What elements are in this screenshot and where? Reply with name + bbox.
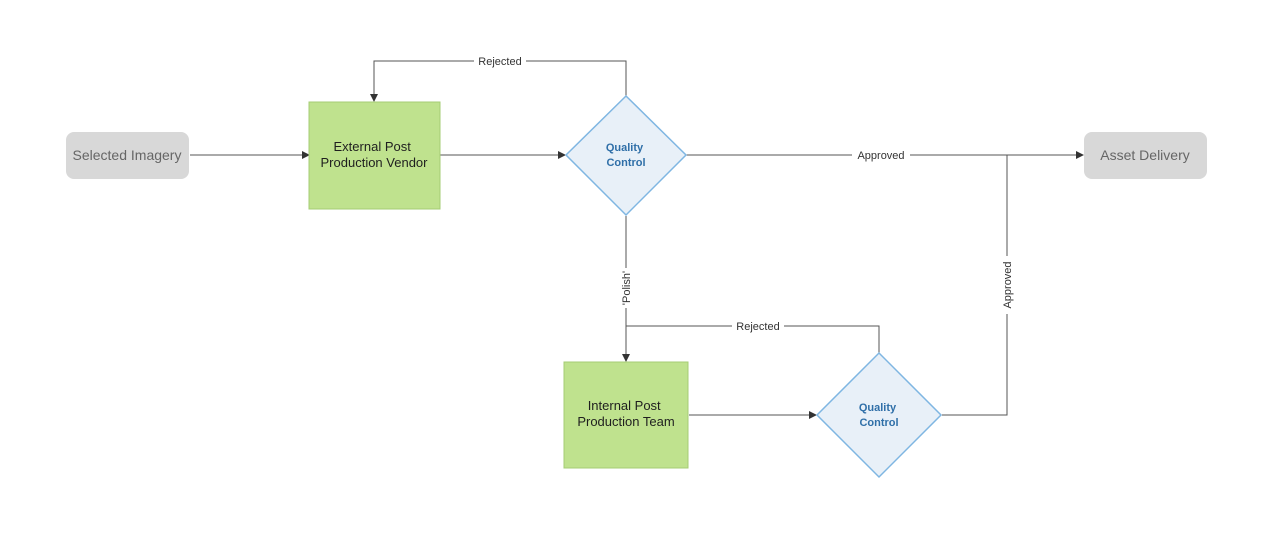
edge-qc-bottom-rejected	[626, 325, 880, 353]
label-approved-top: Approved	[857, 150, 904, 162]
edge-labels: Rejected Approved 'Polish' Rejected Appr…	[474, 53, 1015, 333]
node-external-vendor[interactable]: External Post Production Vendor	[308, 101, 441, 210]
node-qc-top[interactable]: Quality Control	[564, 94, 688, 217]
label-rejected-top: Rejected	[478, 56, 521, 68]
node-external-vendor-label: External Post Production Vendor	[321, 139, 429, 170]
label-approved-bottom: Approved	[1002, 261, 1014, 308]
edge-qc-bottom-approved	[942, 155, 1008, 416]
label-rejected-bottom: Rejected	[736, 321, 779, 333]
node-internal-team[interactable]: Internal Post Production Team	[563, 361, 689, 469]
label-polish: 'Polish'	[621, 271, 633, 305]
node-asset-delivery-label: Asset Delivery	[1100, 147, 1189, 163]
node-selected-imagery-label: Selected Imagery	[73, 147, 182, 163]
node-qc-bottom[interactable]: Quality Control	[815, 351, 943, 479]
node-asset-delivery[interactable]: Asset Delivery	[1084, 132, 1207, 179]
node-internal-team-label: Internal Post Production Team	[577, 398, 674, 429]
node-selected-imagery[interactable]: Selected Imagery	[66, 132, 189, 179]
node-qc-bottom-label: Quality Control	[859, 402, 899, 429]
node-qc-top-label: Quality Control	[606, 142, 646, 169]
